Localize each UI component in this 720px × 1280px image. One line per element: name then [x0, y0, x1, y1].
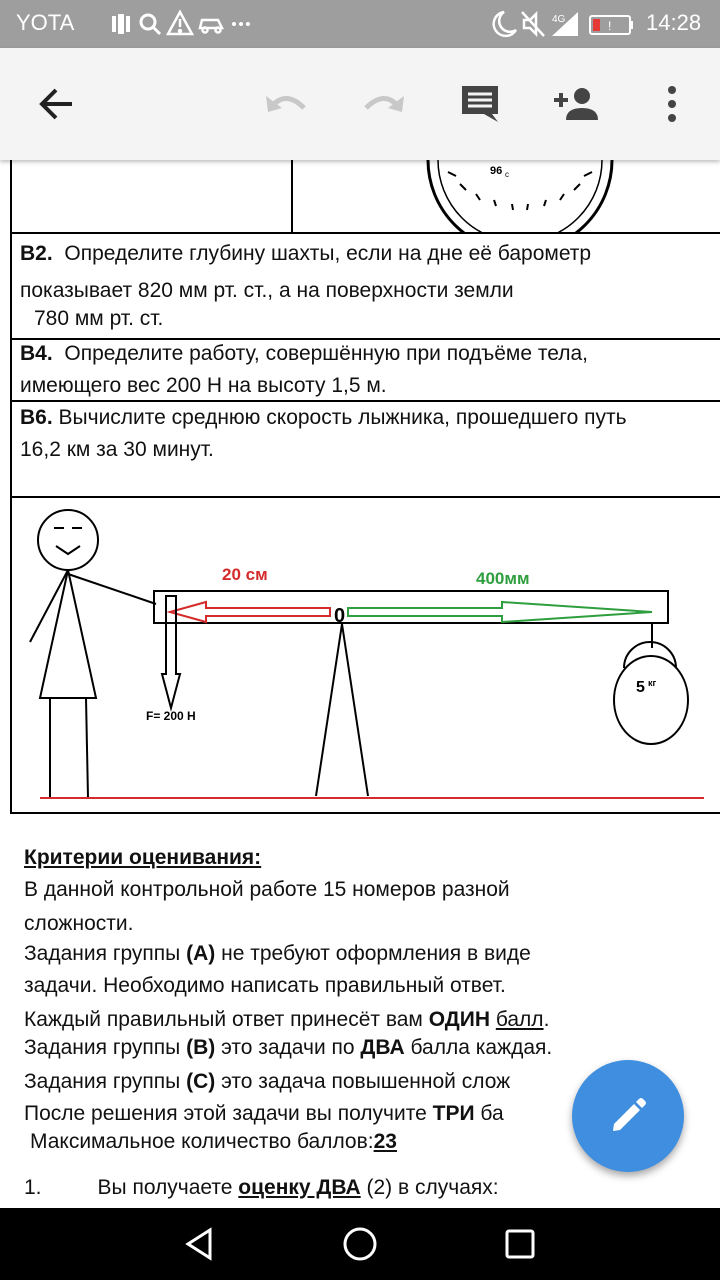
more-vert-icon	[668, 86, 676, 122]
nav-back-button[interactable]	[176, 1220, 224, 1268]
navigation-bar	[0, 1208, 720, 1280]
network-type: 4G	[552, 14, 566, 25]
criteria-line: Максимальное количество баллов:23	[30, 1130, 397, 1153]
criteria-line: 1.Вы получаете оценку ДВА (2) в случаях:	[24, 1176, 499, 1199]
task-b6-line2: 16,2 км за 30 минут.	[20, 438, 214, 461]
undo-icon	[266, 96, 306, 112]
more-options-button[interactable]	[644, 76, 700, 132]
warning-icon	[165, 9, 195, 36]
barometer-label: 96	[490, 165, 502, 177]
left-arm-arrow	[166, 600, 331, 624]
nav-home-button[interactable]	[336, 1220, 384, 1268]
pivot-label: 0	[334, 605, 345, 627]
task-b4-line2: имеющего вес 200 Н на высоту 1,5 м.	[20, 374, 387, 397]
car-icon	[198, 18, 225, 34]
person-figure	[29, 509, 157, 799]
clock: 14:28	[646, 10, 702, 35]
table-row-divider	[10, 400, 720, 402]
criteria-line: Задания группы (В) это задачи по ДВА бал…	[24, 1036, 553, 1059]
right-arm-label: 400мм	[476, 569, 530, 588]
barometer-image: 96 c	[426, 160, 614, 232]
task-b2-line1: B2. Определите глубину шахты, если на дн…	[20, 242, 592, 265]
table-row-divider	[10, 496, 720, 498]
lever-bar	[153, 590, 669, 624]
table-row-divider	[10, 232, 720, 234]
system-icons: 4G !	[492, 10, 633, 38]
battery-icon: !	[589, 15, 633, 35]
criteria-line: После решения этой задачи вы получите ТР…	[24, 1102, 504, 1125]
undo-button[interactable]	[258, 76, 314, 132]
carrier-name: YOTA	[16, 10, 75, 35]
weight-label: 5	[636, 679, 645, 696]
svg-text:!: !	[608, 19, 611, 33]
back-button[interactable]	[28, 76, 84, 132]
nav-back-icon	[185, 1227, 212, 1261]
table-border-middle	[291, 160, 293, 232]
notification-icons	[112, 9, 250, 36]
share-button[interactable]	[548, 76, 604, 132]
comment-button[interactable]	[452, 76, 508, 132]
mute-icon	[521, 10, 545, 38]
criteria-title: Критерии оценивания:	[24, 846, 262, 869]
nav-recents-icon	[505, 1229, 535, 1259]
weight	[613, 623, 689, 745]
table-border-left	[10, 160, 12, 812]
table-bottom-border	[10, 812, 720, 814]
vibrate-icon	[112, 14, 130, 34]
task-b4-line1: B4. Определите работу, совершённую при п…	[20, 342, 588, 365]
signal-icon	[552, 12, 578, 36]
left-arm-label: 20 см	[222, 565, 268, 584]
criteria-line: задачи. Необходимо написать правильный о…	[24, 974, 506, 997]
task-b6-number: B6.	[20, 406, 53, 429]
app-toolbar	[0, 48, 720, 160]
weight-unit: кг	[648, 678, 657, 688]
lever-diagram: 20 см 400мм 0 F= 200 Н 5 кг	[29, 509, 704, 799]
comment-icon	[462, 86, 498, 122]
barometer-sublabel: c	[505, 170, 509, 179]
task-b2-line3: 780 мм рт. ст.	[34, 307, 164, 330]
pencil-icon	[613, 1098, 646, 1131]
table-row-divider	[10, 338, 720, 340]
criteria-line: Задания группы (С) это задача повышенной…	[24, 1070, 511, 1093]
redo-icon	[364, 96, 404, 112]
task-b2-number: B2.	[20, 242, 53, 265]
moon-icon	[492, 10, 518, 38]
task-b2-line2: показывает 820 мм рт. ст., а на поверхно…	[20, 279, 514, 302]
search-icon	[139, 13, 162, 36]
task-b6-line1: B6. Вычислите среднюю скорость лыжника, …	[20, 406, 627, 429]
redo-button[interactable]	[356, 76, 412, 132]
criteria-line: Задания группы (А) не требуют оформления…	[24, 942, 531, 965]
fulcrum	[315, 623, 369, 797]
right-arm-arrow	[347, 600, 653, 624]
force-label: F= 200 Н	[146, 709, 196, 723]
more-notifications-icon	[232, 22, 250, 26]
status-bar: YOTA 4G ! 14:28	[0, 0, 720, 48]
document-viewer[interactable]: 96 c B2. Определите глубину шахты, если …	[0, 160, 720, 1208]
arrow-left-icon	[39, 88, 72, 120]
task-b4-number: B4.	[20, 342, 53, 365]
criteria-line: сложности.	[24, 912, 134, 935]
criteria-line: В данной контрольной работе 15 номеров р…	[24, 878, 510, 901]
nav-home-icon	[343, 1227, 377, 1261]
nav-recents-button[interactable]	[496, 1220, 544, 1268]
force-arrow	[160, 595, 182, 712]
add-person-icon	[554, 88, 598, 120]
criteria-line: Каждый правильный ответ принесёт вам ОДИ…	[24, 1008, 550, 1031]
edit-fab-button[interactable]	[572, 1060, 684, 1172]
